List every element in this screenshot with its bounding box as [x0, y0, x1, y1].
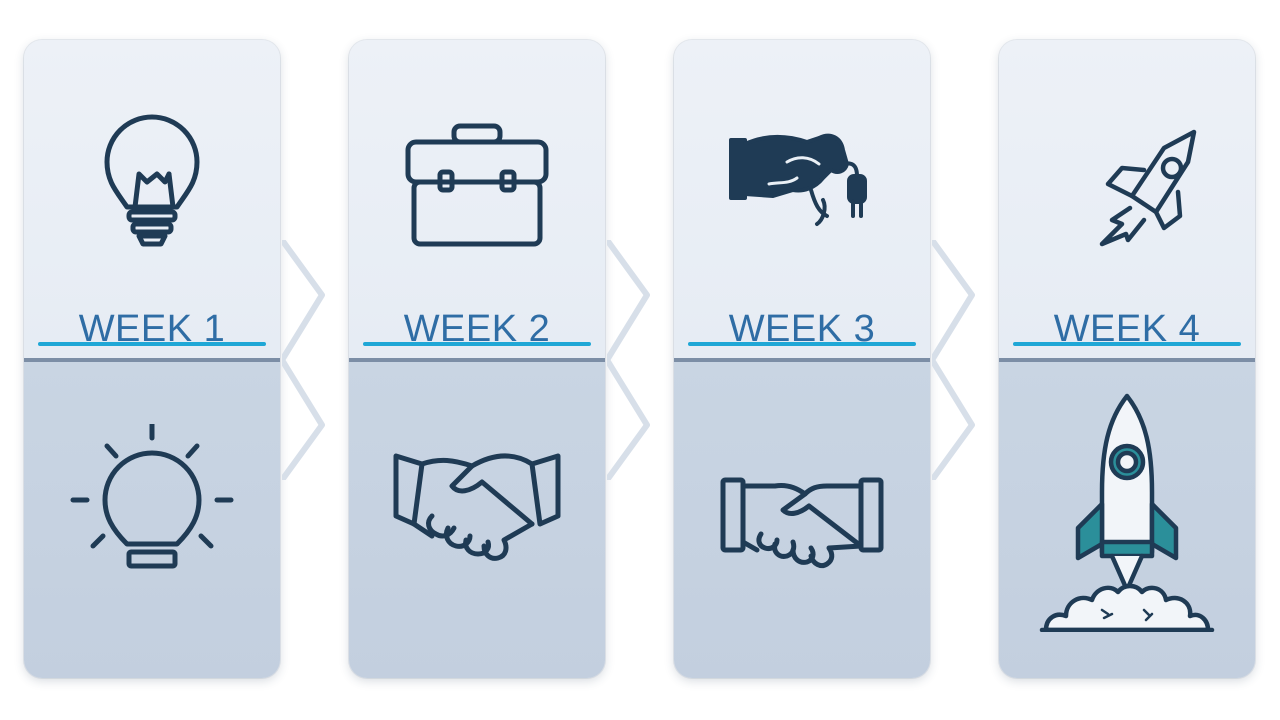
handshake-plug-icon	[729, 133, 867, 226]
week-card-2-top: WEEK 2	[349, 40, 605, 358]
week-card-1: WEEK 1	[24, 40, 280, 678]
lightbulb-icon	[104, 114, 200, 247]
week-card-4-bottom	[999, 358, 1255, 678]
chevron-connector-1	[282, 240, 325, 480]
week-3-accent-line	[688, 342, 916, 346]
week-card-3: WEEK 3	[674, 40, 930, 678]
handshake-icon	[720, 477, 884, 569]
week-4-accent-line	[1013, 342, 1241, 346]
week-card-2: WEEK 2	[349, 40, 605, 678]
rocket-launch-icon	[1039, 393, 1215, 632]
chevron-connector-2	[607, 240, 650, 480]
handshake-icon	[393, 453, 561, 561]
week-card-3-bottom	[674, 358, 930, 678]
week-card-1-top: WEEK 1	[24, 40, 280, 358]
chevron-connector-3	[932, 240, 975, 480]
week-card-1-bottom	[24, 358, 280, 678]
week-card-2-bottom	[349, 358, 605, 678]
week-2-accent-line	[363, 342, 591, 346]
week-1-accent-line	[38, 342, 266, 346]
week-card-3-top: WEEK 3	[674, 40, 930, 358]
rocket-icon	[1099, 129, 1197, 247]
idea-lightbulb-icon	[70, 424, 234, 569]
week-card-4: WEEK 4	[999, 40, 1255, 678]
week-card-4-top: WEEK 4	[999, 40, 1255, 358]
briefcase-icon	[405, 123, 549, 247]
